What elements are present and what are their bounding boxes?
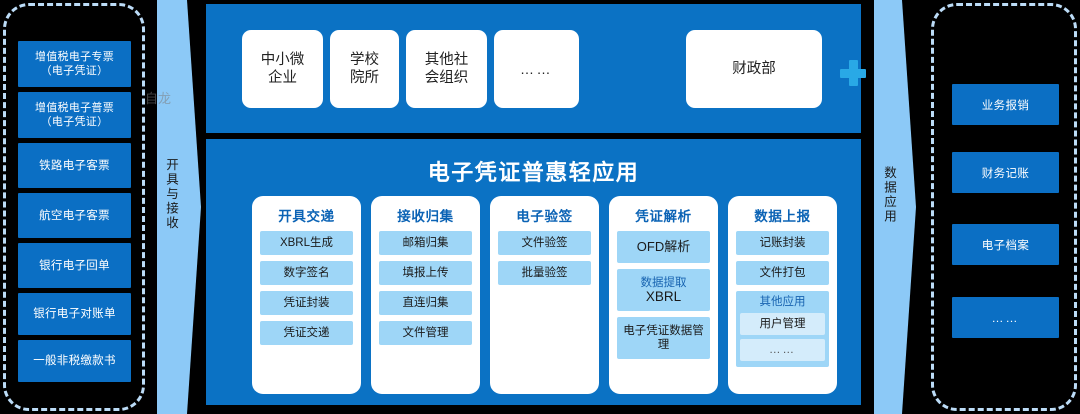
source-chip-line2: （电子凭证） (40, 116, 109, 128)
source-chip-railway-ticket[interactable]: 铁路电子客票 (18, 143, 131, 188)
app-chip-ellipsis[interactable]: …… (952, 297, 1059, 338)
capability-subitem-ellipsis[interactable]: …… (740, 339, 825, 361)
org-box-line2: 院所 (350, 70, 379, 86)
org-box-line1: 其他社 (424, 52, 469, 68)
capability-subgroup-title: 其他应用 (759, 296, 806, 308)
source-chip-line1: 增值税电子普票 (34, 102, 115, 114)
capability-item[interactable]: 填报上传 (379, 261, 472, 285)
capability-item[interactable]: 批量验签 (498, 261, 591, 285)
source-chip-vat-special[interactable]: 增值税电子专票 （电子凭证） (18, 41, 131, 87)
source-chip-nontax-payment[interactable]: 一般非税缴款书 (18, 340, 131, 382)
capability-item-data-extraction[interactable]: 数据提取 XBRL (617, 269, 710, 311)
capability-column-issue-delivery: 开具交递 XBRL生成 数字签名 凭证封装 凭证交递 (252, 196, 361, 394)
issue-receive-arrow-label: 开具与接收 (164, 158, 178, 231)
source-chip-line2: （电子凭证） (40, 65, 109, 77)
capability-item[interactable]: 直连归集 (379, 291, 472, 315)
capability-column-data-reporting: 数据上报 记账封装 文件打包 其他应用 用户管理 …… (728, 196, 837, 394)
capability-column-voucher-parsing: 凭证解析 OFD解析 数据提取 XBRL 电子凭证数据管理 (609, 196, 718, 394)
org-box-line2: 会组织 (424, 70, 469, 86)
org-box-other-social[interactable]: 其他社 会组织 (406, 30, 487, 108)
capability-column-receive-collect: 接收归集 邮箱归集 填报上传 直连归集 文件管理 (371, 196, 480, 394)
source-vouchers-panel (3, 3, 145, 411)
org-box-line2: 企业 (268, 70, 297, 86)
org-box-schools[interactable]: 学校 院所 (330, 30, 399, 108)
data-application-arrow (874, 0, 920, 414)
capability-column-title: 电子验签 (516, 209, 573, 224)
capability-item[interactable]: XBRL生成 (260, 231, 353, 255)
source-chip-bank-statement[interactable]: 银行电子对账单 (18, 293, 131, 335)
capability-item[interactable]: 文件打包 (736, 261, 829, 285)
org-box-ellipsis[interactable]: …… (494, 30, 579, 108)
capability-item[interactable]: OFD解析 (617, 231, 710, 263)
org-box-ministry-of-finance[interactable]: 财政部 (686, 30, 822, 108)
capability-item-line1: 数据提取 (640, 277, 687, 289)
capability-item[interactable]: 邮箱归集 (379, 231, 472, 255)
capability-column-title: 数据上报 (754, 209, 811, 224)
source-chip-line1: 增值税电子专票 (34, 51, 115, 63)
source-chip-air-ticket[interactable]: 航空电子客票 (18, 193, 131, 238)
capability-column-title: 接收归集 (397, 209, 454, 224)
capability-item[interactable]: 数字签名 (260, 261, 353, 285)
source-chip-bank-receipt[interactable]: 银行电子回单 (18, 243, 131, 288)
capability-item[interactable]: 电子凭证数据管理 (617, 317, 710, 359)
org-box-sme[interactable]: 中小微 企业 (242, 30, 323, 108)
app-chip-business-reimbursement[interactable]: 业务报销 (952, 84, 1059, 125)
org-box-line1: 中小微 (260, 52, 305, 68)
capability-item[interactable]: 记账封装 (736, 231, 829, 255)
capability-item-line2: XBRL (645, 289, 682, 304)
light-application-panel: 电子凭证普惠轻应用 开具交递 XBRL生成 数字签名 凭证封装 凭证交递 接收归… (206, 139, 861, 405)
organization-band: 中小微 企业 学校 院所 其他社 会组织 …… 财政部 (206, 4, 866, 133)
capability-item[interactable]: 文件管理 (379, 321, 472, 345)
issue-receive-arrow (157, 0, 203, 414)
data-application-arrow-label: 数据应用 (882, 166, 896, 224)
capability-subgroup-other-apps: 其他应用 用户管理 …… (736, 291, 829, 367)
capability-column-title: 开具交递 (278, 209, 335, 224)
plus-icon (840, 60, 866, 86)
app-chip-financial-accounting[interactable]: 财务记账 (952, 152, 1059, 193)
capability-item[interactable]: 文件验签 (498, 231, 591, 255)
org-box-line1: 学校 (350, 52, 379, 68)
capability-column-signature-verify: 电子验签 文件验签 批量验签 (490, 196, 599, 394)
capability-subitem-user-management[interactable]: 用户管理 (740, 313, 825, 335)
capability-item[interactable]: 凭证封装 (260, 291, 353, 315)
app-chip-electronic-archive[interactable]: 电子档案 (952, 224, 1059, 265)
source-chip-vat-general[interactable]: 增值税电子普票 （电子凭证） (18, 92, 131, 138)
data-applications-panel (931, 3, 1077, 411)
capability-column-title: 凭证解析 (635, 209, 692, 224)
capability-item[interactable]: 凭证交递 (260, 321, 353, 345)
app-panel-title: 电子凭证普惠轻应用 (427, 160, 640, 185)
